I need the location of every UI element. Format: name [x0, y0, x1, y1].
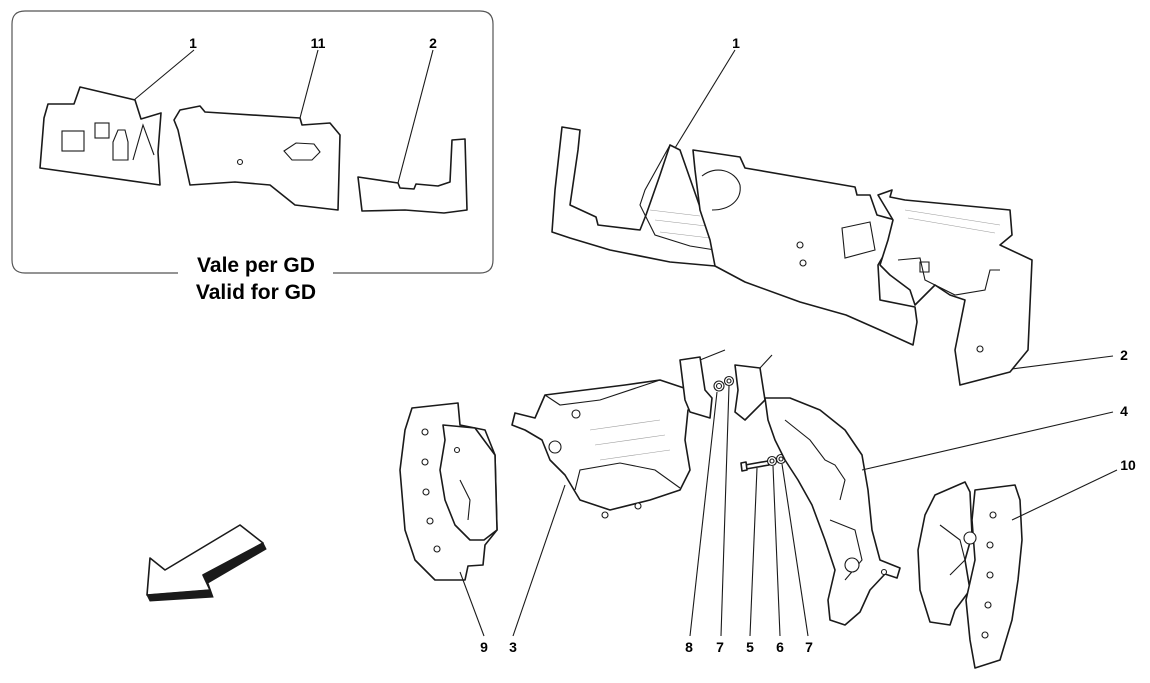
inset-gd-version: 1 11 2 Vale per GD Valid for GD	[11, 10, 494, 304]
part-10-bracket-block	[917, 481, 1023, 669]
callout-7-lower: 7	[805, 639, 813, 655]
panel-middle	[692, 149, 918, 346]
direction-arrow-icon	[146, 524, 267, 602]
bolt-5-icon	[744, 460, 770, 470]
inset-part-1	[39, 86, 162, 186]
inset-callout-11: 11	[311, 35, 326, 51]
callout-10: 10	[1120, 457, 1136, 473]
callout-7-upper: 7	[716, 639, 724, 655]
callout-2: 2	[1120, 347, 1128, 363]
panel-left	[551, 126, 716, 267]
callout-8: 8	[685, 639, 693, 655]
washer-7-upper-icon	[723, 375, 735, 387]
callout-9: 9	[480, 639, 488, 655]
callout-1: 1	[732, 35, 740, 51]
bracket-fasteners	[679, 349, 787, 472]
inset-note-italian: Vale per GD	[197, 254, 315, 277]
part-3-foam-block	[511, 379, 701, 519]
part-4-foam-piece	[764, 397, 901, 626]
callout-3: 3	[509, 639, 517, 655]
inset-part-11	[173, 105, 341, 211]
nut-8-icon	[713, 380, 725, 392]
upper-insulation-panels	[551, 126, 1033, 386]
inset-callout-1: 1	[189, 35, 197, 51]
washer-6-icon	[766, 455, 778, 467]
inset-note-english: Valid for GD	[196, 281, 316, 304]
bracket-right	[734, 364, 766, 421]
callout-4: 4	[1120, 403, 1128, 419]
inset-frame	[11, 10, 494, 274]
panel-right	[877, 189, 1033, 386]
callout-5: 5	[746, 639, 754, 655]
bracket-left	[679, 356, 713, 419]
callout-6: 6	[776, 639, 784, 655]
inset-part-2	[357, 138, 468, 214]
inset-callout-2: 2	[429, 35, 437, 51]
part-9-bracket-block	[399, 402, 498, 581]
